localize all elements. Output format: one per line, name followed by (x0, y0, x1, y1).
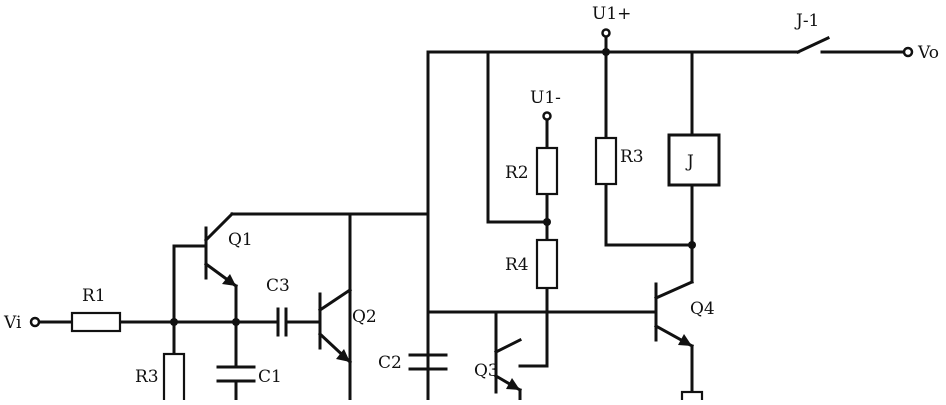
junction-r3-relay (688, 241, 696, 249)
capacitor-c2 (408, 353, 448, 371)
label-q1: Q1 (228, 230, 253, 250)
label-r4: R4 (505, 255, 529, 275)
label-c2: C2 (378, 353, 402, 373)
junction-q1-emitter (232, 318, 240, 326)
resistor-r3-left (162, 352, 186, 405)
transistor-q3 (493, 336, 523, 394)
relay-coil (667, 133, 721, 187)
label-q4: Q4 (690, 299, 715, 319)
label-r3-left: R3 (135, 367, 159, 387)
label-u1-minus: U1- (530, 88, 561, 108)
wires (36, 34, 908, 402)
resistor-r1 (70, 311, 122, 333)
transistor-q2 (317, 287, 353, 365)
label-r3-mid: R3 (620, 147, 644, 167)
junction-u1plus (602, 48, 610, 56)
junction-r2-r4 (543, 218, 551, 226)
wire-r3-down (604, 182, 694, 247)
label-q2: Q2 (352, 307, 377, 327)
resistor-r2 (535, 146, 559, 196)
capacitor-c3 (276, 307, 288, 337)
resistor-r4 (535, 238, 559, 290)
label-vi: Vi (3, 313, 22, 333)
label-c3: C3 (266, 276, 290, 296)
terminals (29, 28, 914, 328)
junctions (170, 48, 696, 326)
label-j1: J-1 (794, 11, 819, 31)
label-relay: J (685, 152, 694, 172)
resistor-r3-mid (594, 136, 618, 186)
label-r1: R1 (82, 286, 106, 306)
resistor-bottom-q4 (680, 390, 704, 405)
capacitor-c1 (216, 365, 256, 383)
wire-q1-base (172, 244, 208, 356)
wire-r4-bottom (518, 286, 549, 368)
transistor-q1 (203, 211, 239, 289)
label-r2: R2 (505, 163, 529, 183)
label-c1: C1 (258, 367, 282, 387)
junction-vi-node (170, 318, 178, 326)
wire-r2-loop (486, 50, 549, 224)
label-vo: Vo (917, 43, 939, 63)
transistor-q4 (653, 280, 695, 349)
terminal-u1minus (542, 111, 552, 121)
terminal-vo (902, 46, 914, 58)
switch-j1 (796, 36, 830, 54)
terminal-u1plus (601, 28, 611, 38)
label-q3: Q3 (474, 361, 499, 381)
label-u1-plus: U1+ (592, 4, 631, 24)
terminal-vi (29, 316, 41, 328)
